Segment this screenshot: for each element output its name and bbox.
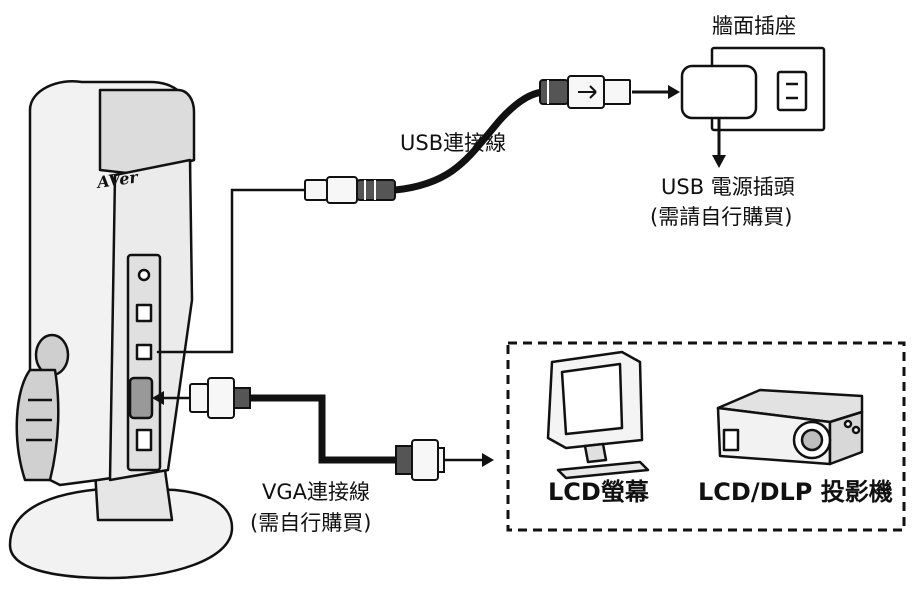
output-devices-box bbox=[506, 341, 906, 532]
port-vga bbox=[128, 376, 154, 420]
adapter-down-arrow bbox=[712, 118, 726, 168]
document-camera bbox=[8, 79, 234, 580]
lcd-monitor bbox=[546, 350, 650, 480]
port-mini bbox=[135, 343, 153, 361]
usb-cable bbox=[156, 88, 549, 354]
projector-indicator-1 bbox=[843, 419, 853, 429]
camera-base bbox=[8, 486, 234, 580]
lcd-screen-label: LCD螢幕 bbox=[548, 478, 649, 506]
usb-power-plug-note: (需請自行購買) bbox=[650, 205, 793, 229]
camera-grip bbox=[15, 368, 60, 482]
usb-power-plug-label: USB 電源插頭 bbox=[661, 175, 795, 199]
projector-indicator-2 bbox=[851, 425, 861, 435]
monitor-screen bbox=[560, 362, 624, 436]
projector bbox=[716, 388, 864, 466]
monitor-stand bbox=[583, 442, 608, 464]
vga-connector-display bbox=[395, 439, 445, 481]
usb-mini-plug bbox=[304, 176, 396, 204]
usb-a-plug bbox=[539, 75, 631, 109]
monitor-base bbox=[556, 460, 650, 480]
usb-wire-thin bbox=[156, 188, 307, 354]
vga-cable bbox=[162, 394, 484, 464]
vga-cable-thick bbox=[246, 394, 404, 464]
usb-to-adapter-arrow bbox=[632, 85, 680, 99]
vga-connector-device bbox=[189, 377, 251, 419]
port-bottom bbox=[135, 428, 153, 452]
usb-power-adapter bbox=[680, 64, 758, 120]
wall-outlet-label: 牆面插座 bbox=[712, 14, 796, 38]
projector-label: LCD/DLP 投影機 bbox=[698, 478, 893, 506]
port-dot-1 bbox=[137, 268, 151, 282]
projector-lens-inner bbox=[800, 428, 824, 452]
vga-cable-note: (需自行購買) bbox=[250, 511, 372, 535]
usb-cable-thick bbox=[391, 88, 549, 194]
outlet-socket bbox=[776, 70, 808, 112]
usb-cable-label: USB連接線 bbox=[400, 131, 507, 155]
vga-cable-label: VGA連接線 bbox=[262, 480, 371, 504]
vga-into-device-arrowhead bbox=[152, 391, 164, 405]
projector-vent bbox=[722, 428, 740, 452]
port-usb bbox=[135, 303, 153, 323]
projector-front bbox=[828, 410, 864, 466]
vga-to-display-arrowhead bbox=[482, 453, 494, 467]
